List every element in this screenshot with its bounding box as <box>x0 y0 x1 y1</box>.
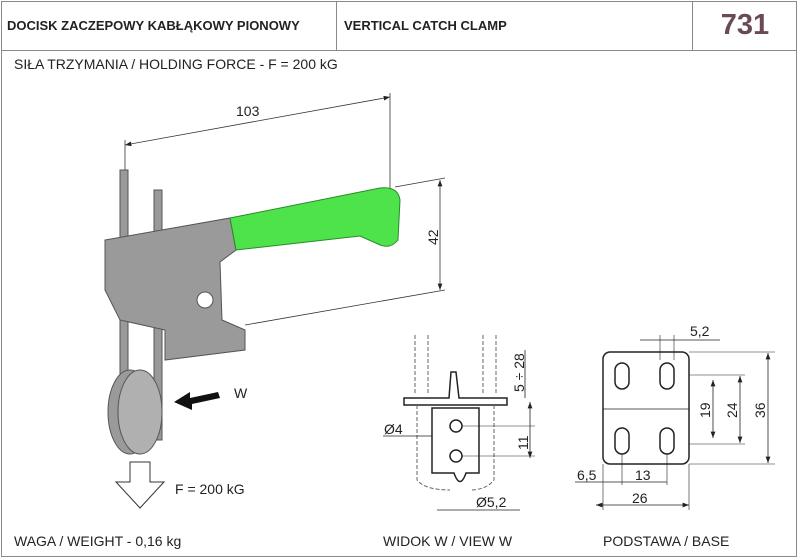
green-handle <box>229 187 401 251</box>
base-caption: PODSTAWA / BASE <box>603 533 730 549</box>
dim-height: 42 <box>425 229 441 245</box>
dim-24: 24 <box>724 402 740 418</box>
arrow-w-label: W <box>234 385 248 401</box>
weight: WAGA / WEIGHT - 0,16 kg <box>14 533 182 549</box>
force-label: F = 200 kG <box>175 481 245 497</box>
dim-hole: Ø4 <box>384 421 403 437</box>
title-polish: DOCISK ZACZEPOWY KABŁĄKOWY PIONOWY <box>1 1 337 50</box>
dim-slot: Ø5,2 <box>476 494 507 510</box>
view-w-caption: WIDOK W / VIEW W <box>383 533 513 549</box>
dim-slot-width: 5,2 <box>690 323 710 339</box>
model-number: 731 <box>720 9 770 41</box>
holding-force: SIŁA TRZYMANIA / HOLDING FORCE - F = 200… <box>14 56 338 72</box>
base-drawing <box>575 335 775 510</box>
dim-length: 103 <box>236 103 260 119</box>
arrow-w-icon <box>174 392 220 410</box>
dim-spacing: 11 <box>515 435 531 450</box>
dim-26: 26 <box>632 490 648 506</box>
force-arrow-icon <box>114 461 166 509</box>
title-block: DOCISK ZACZEPOWY KABŁĄKOWY PIONOWY VERTI… <box>1 1 797 51</box>
clamp-illustration <box>104 93 446 509</box>
dim-36: 36 <box>752 402 768 418</box>
dim-stroke: 5 ÷ 28 <box>511 353 527 392</box>
title-english: VERTICAL CATCH CLAMP <box>337 1 693 50</box>
dim-offset: 6,5 <box>577 467 597 483</box>
dim-13: 13 <box>635 467 651 483</box>
view-w-drawing <box>383 335 535 511</box>
dim-19: 19 <box>697 402 713 418</box>
